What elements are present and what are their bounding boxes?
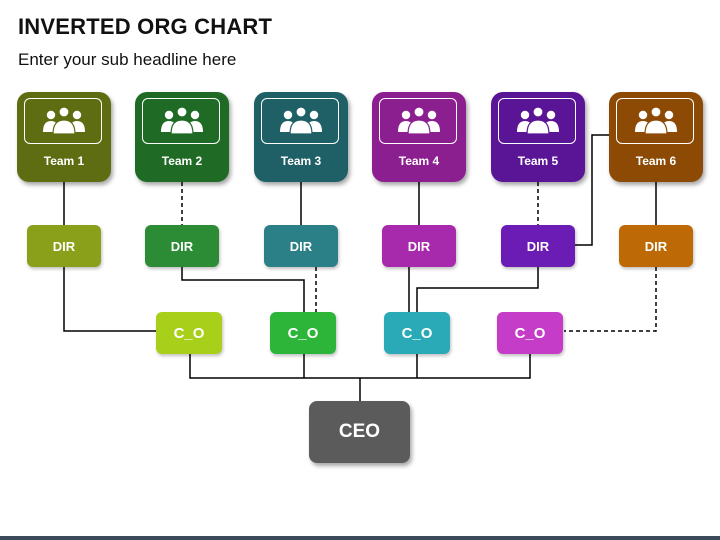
connector-dir1-co1: [63, 267, 156, 332]
chief-officer-box: C_O: [156, 312, 222, 354]
team-card: Team 5: [491, 92, 585, 182]
team-card: Team 2: [135, 92, 229, 182]
chief-officer-box: C_O: [270, 312, 336, 354]
people-group-icon: [398, 106, 440, 135]
team-icon-frame: [142, 98, 220, 144]
people-group-icon: [161, 106, 203, 135]
team-icon-frame: [24, 98, 102, 144]
team-card: Team 6: [609, 92, 703, 182]
people-group-icon: [517, 106, 559, 135]
team-card: Team 3: [254, 92, 348, 182]
dir-box: DIR: [27, 225, 101, 267]
dir-box: DIR: [145, 225, 219, 267]
connector-dir6-co4: [564, 267, 657, 332]
page-subtitle: Enter your sub headline here: [18, 50, 237, 69]
people-group-icon: [635, 106, 677, 135]
connector-dir5-team6: [575, 134, 609, 246]
page-title: INVERTED ORG CHART: [18, 14, 273, 39]
connector-dir2-co2: [181, 267, 305, 312]
dir-box: DIR: [382, 225, 456, 267]
connector-dir5-co3: [416, 267, 539, 312]
team-card: Team 4: [372, 92, 466, 182]
team-label: Team 3: [280, 154, 322, 168]
team-icon-frame: [379, 98, 457, 144]
dir-box: DIR: [264, 225, 338, 267]
team-icon-frame: [498, 98, 576, 144]
ceo-box: CEO: [309, 401, 410, 463]
people-group-icon: [43, 106, 85, 135]
team-label: Team 1: [43, 154, 85, 168]
team-label: Team 2: [161, 154, 203, 168]
connector-cos-ceo: [189, 354, 531, 379]
team-card: Team 1: [17, 92, 111, 182]
dir-box: DIR: [619, 225, 693, 267]
team-icon-frame: [261, 98, 339, 144]
team-icon-frame: [616, 98, 694, 144]
chief-officer-box: C_O: [497, 312, 563, 354]
team-label: Team 5: [517, 154, 559, 168]
people-group-icon: [280, 106, 322, 135]
team-label: Team 6: [635, 154, 677, 168]
team-label: Team 4: [398, 154, 440, 168]
dir-box: DIR: [501, 225, 575, 267]
chief-officer-box: C_O: [384, 312, 450, 354]
footer-bar: [0, 536, 720, 540]
